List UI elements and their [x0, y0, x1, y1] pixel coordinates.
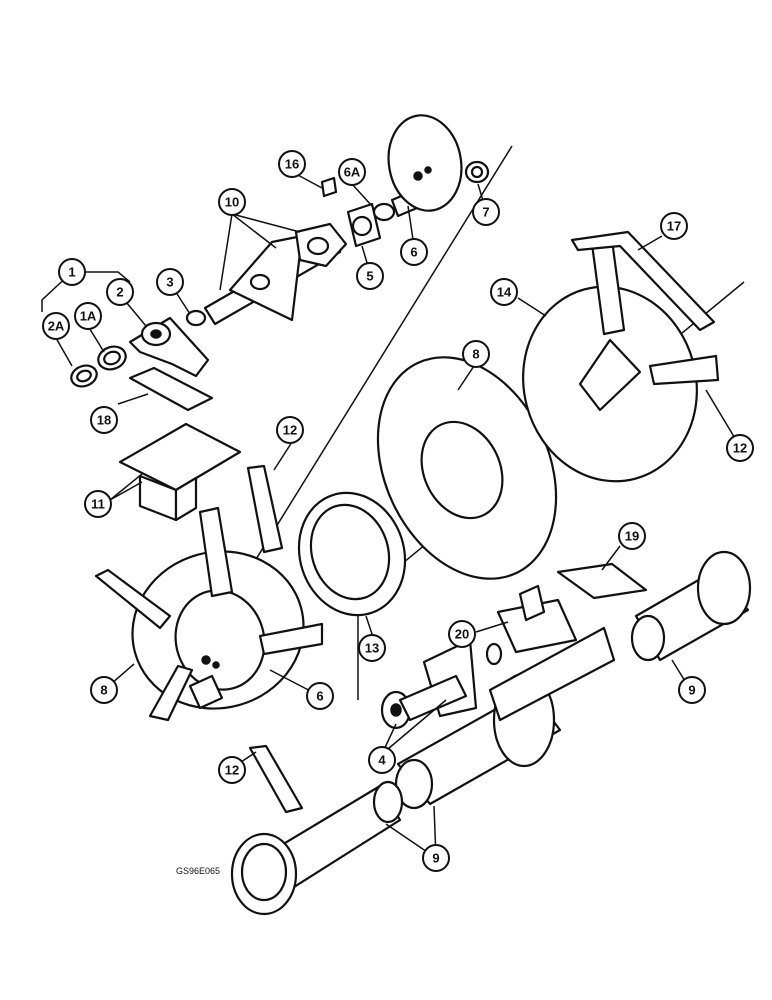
callout-label: 3	[166, 275, 173, 290]
callout-label: 7	[482, 205, 489, 220]
callout-label: 9	[432, 851, 439, 866]
callout-label: 2	[116, 285, 123, 300]
callout-label: 1	[68, 265, 75, 280]
callout-label: 17	[667, 219, 681, 234]
callout-20: 20	[448, 620, 476, 648]
callout-14: 14	[490, 278, 518, 306]
tubes-9	[230, 550, 752, 916]
callout-label: 4	[378, 753, 386, 768]
callout-17: 17	[660, 212, 688, 240]
callout-label: 11	[91, 497, 105, 512]
callout-label: 6	[316, 689, 323, 704]
disc-8	[376, 356, 558, 580]
bracket-11	[118, 422, 242, 522]
callout-18: 18	[90, 406, 118, 434]
fan-disc-assembly-left	[94, 506, 324, 814]
callout-label: 12	[283, 423, 297, 438]
callout-9-right: 9	[678, 676, 706, 704]
callout-2a: 2A	[42, 312, 70, 340]
callout-label: 10	[225, 195, 239, 210]
callout-label: 16	[285, 157, 299, 172]
plates-19-20	[496, 562, 648, 654]
callout-label: 8	[472, 347, 479, 362]
callout-label: 6A	[344, 165, 361, 180]
callout-6a: 6A	[338, 158, 366, 186]
callout-label: 19	[625, 529, 639, 544]
callout-1: 1	[58, 258, 86, 286]
callout-2: 2	[106, 278, 134, 306]
callout-19: 19	[618, 522, 646, 550]
callout-9-bottom: 9	[422, 844, 450, 872]
callout-3: 3	[156, 268, 184, 296]
disc-14-assembly	[522, 230, 720, 483]
callout-7: 7	[472, 198, 500, 226]
callout-10: 10	[218, 188, 246, 216]
drawing-code: GS96E065	[176, 866, 220, 876]
callout-12-right: 12	[726, 434, 754, 462]
callout-12-bottom: 12	[218, 756, 246, 784]
callout-label: 1A	[80, 309, 97, 324]
shaft-assembly	[70, 114, 490, 412]
callout-label: 20	[455, 627, 469, 642]
callout-label: 5	[366, 269, 373, 284]
callout-6-top: 6	[400, 238, 428, 266]
callout-label: 8	[100, 683, 107, 698]
callout-label: 2A	[48, 319, 65, 334]
callout-label: 18	[97, 413, 111, 428]
callout-16: 16	[278, 150, 306, 178]
ring-13	[297, 491, 407, 617]
callout-11: 11	[84, 490, 112, 518]
callout-label: 12	[733, 441, 747, 456]
callout-8-top: 8	[462, 340, 490, 368]
callout-label: 13	[365, 641, 379, 656]
callout-1a: 1A	[74, 302, 102, 330]
callout-label: 6	[410, 245, 417, 260]
callout-label: 14	[497, 285, 512, 300]
bearing-plate-4	[380, 638, 503, 730]
callout-label: 12	[225, 763, 239, 778]
callout-label: 9	[688, 683, 695, 698]
callout-8-left: 8	[90, 676, 118, 704]
callout-12-top: 12	[276, 416, 304, 444]
callout-4: 4	[368, 746, 396, 774]
paddle-12	[246, 464, 284, 554]
callout-5: 5	[356, 262, 384, 290]
callout-6-left: 6	[306, 682, 334, 710]
callout-13: 13	[358, 634, 386, 662]
